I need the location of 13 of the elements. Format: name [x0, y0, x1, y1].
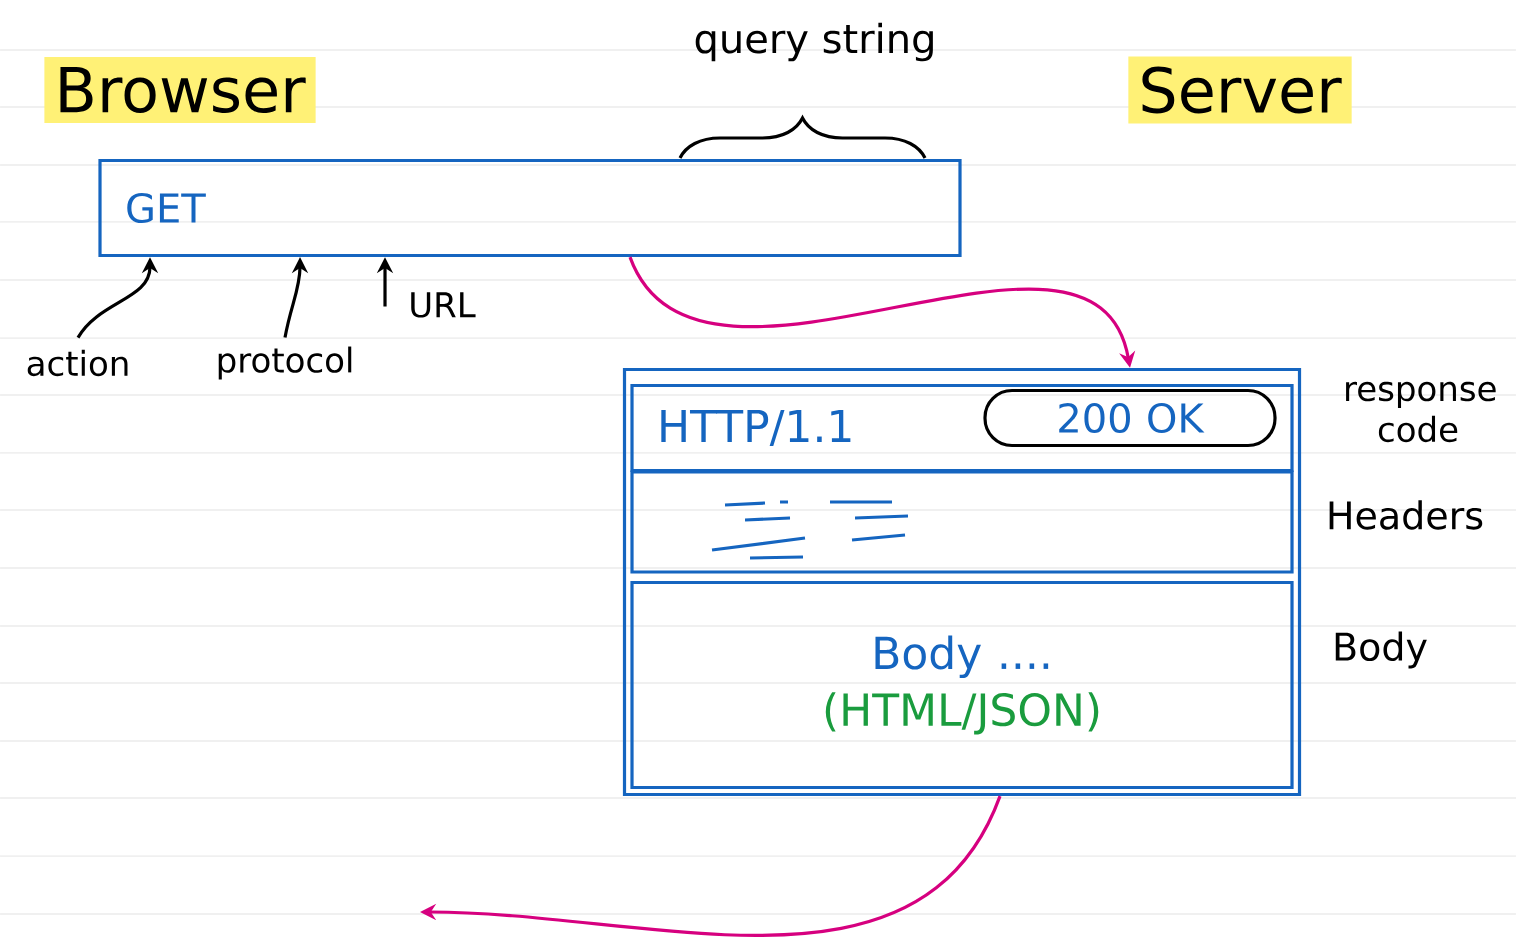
annotation-text: Body [1335, 631, 1427, 669]
headers-section [630, 470, 1294, 574]
response-box [622, 367, 1302, 797]
request-box: GET [98, 158, 962, 258]
body-section: Body .... (HTML/JSON) [630, 580, 1294, 790]
annotation-text: query string [695, 22, 933, 62]
highlighted-label: Browser [44, 56, 316, 124]
highlighted-label: Server [1128, 56, 1352, 124]
annotation-text: URL [411, 292, 476, 318]
annotation-text: Headers [1329, 500, 1483, 530]
annotation-text: protocol [218, 346, 352, 380]
annotation-text: response code [1346, 381, 1496, 443]
annotation-text: action [27, 349, 128, 377]
